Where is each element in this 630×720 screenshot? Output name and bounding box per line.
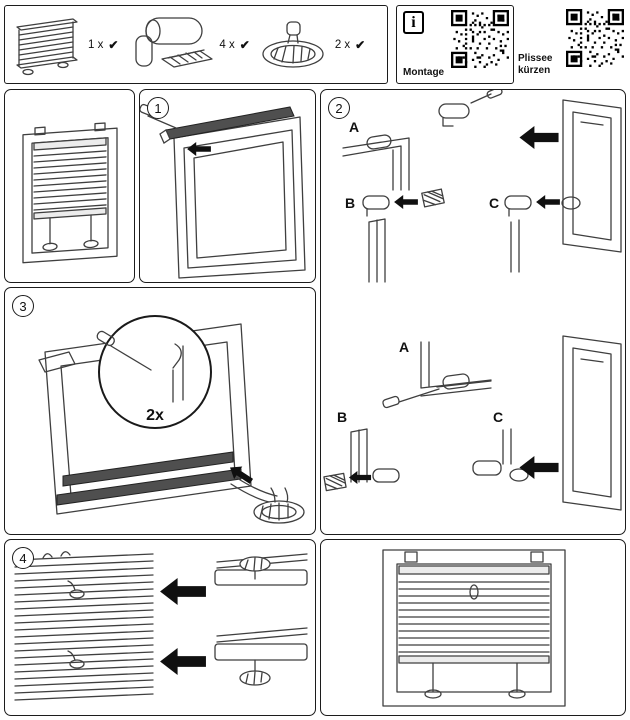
check-icon: ✔ bbox=[239, 37, 250, 52]
part-pleated-blind: 1 x ✔ bbox=[11, 13, 118, 77]
qr-montage-label: Montage bbox=[403, 66, 445, 78]
check-icon: ✔ bbox=[108, 37, 119, 52]
step-1-illustration bbox=[139, 103, 306, 279]
qr-code-kuerzen bbox=[566, 9, 624, 67]
part-cord-tensioner: 2 x ✔ bbox=[254, 16, 365, 74]
step-1-badge: 1 bbox=[147, 97, 169, 119]
part-qty: 2 x bbox=[334, 38, 351, 51]
window bbox=[173, 116, 306, 279]
window bbox=[382, 549, 566, 707]
step-4-illustration bbox=[14, 551, 308, 701]
label-a-top: A bbox=[349, 119, 359, 135]
step-3-badge: 3 bbox=[12, 295, 34, 317]
intro-illustration bbox=[22, 122, 118, 264]
arrow-window-bottom bbox=[519, 456, 559, 479]
arrow-window-top bbox=[519, 126, 559, 149]
cord-tensioner-detail bbox=[230, 477, 305, 524]
kuerzen-group: Plissee kürzen bbox=[518, 5, 626, 84]
part-clamp-bracket: 4 x ✔ bbox=[122, 12, 250, 78]
corner-a-top bbox=[342, 134, 410, 191]
window-edge-bottom bbox=[562, 335, 622, 511]
bracket-b-bottom bbox=[323, 428, 400, 492]
panel-step-2: 2 A B bbox=[320, 87, 626, 535]
bracket-c-top bbox=[504, 195, 581, 273]
bracket-b-top bbox=[362, 188, 445, 283]
step-2-illustration: A B C bbox=[323, 87, 622, 511]
blind-rail bbox=[56, 468, 242, 506]
panel-step-1: 1 bbox=[139, 89, 316, 283]
parts-row: 1 x ✔ 4 x ✔ bbox=[5, 6, 387, 83]
step-4-badge: 4 bbox=[12, 547, 34, 569]
info-box: i Montage bbox=[396, 5, 514, 84]
result-illustration bbox=[382, 549, 566, 707]
label-a-bottom: A bbox=[399, 339, 409, 355]
step-4-number: 4 bbox=[19, 550, 27, 566]
qr-kuerzen-label: Plissee kürzen bbox=[518, 53, 553, 76]
label-b-top: B bbox=[345, 195, 355, 211]
label-b-bottom: B bbox=[337, 409, 347, 425]
panel-result bbox=[320, 539, 626, 716]
pleats bbox=[14, 551, 154, 701]
bracket-with-screwdriver bbox=[438, 87, 503, 127]
check-icon: ✔ bbox=[355, 37, 366, 52]
arrow-bottom bbox=[160, 648, 206, 675]
detail-rail-bottom bbox=[214, 627, 308, 686]
info-icon: i bbox=[403, 11, 424, 34]
part-qty: 4 x bbox=[219, 38, 235, 51]
pleated-blind-icon bbox=[16, 17, 78, 75]
step-2-badge: 2 bbox=[328, 97, 350, 119]
step-1-number: 1 bbox=[154, 100, 162, 116]
label-c-top: C bbox=[489, 195, 499, 211]
bracket-c-bottom bbox=[472, 428, 529, 482]
label-c-bottom: C bbox=[493, 409, 503, 425]
qr-code-montage bbox=[451, 10, 509, 68]
panel-step-3: 3 2x bbox=[4, 287, 316, 535]
window-edge-top bbox=[562, 99, 622, 253]
clamp-bracket-icon bbox=[135, 16, 214, 68]
parts-box: 1 x ✔ 4 x ✔ bbox=[4, 5, 388, 84]
repeat-label: 2x bbox=[146, 407, 164, 424]
step-3-illustration: 2x bbox=[38, 315, 305, 524]
detail-rail-top bbox=[214, 553, 308, 586]
step-2-number: 2 bbox=[335, 100, 343, 116]
blind-rail bbox=[62, 451, 234, 487]
cord-tensioner-icon bbox=[262, 20, 324, 68]
panel-intro bbox=[4, 89, 135, 283]
part-qty: 1 x bbox=[88, 38, 104, 51]
magnifier-content bbox=[96, 330, 184, 403]
arrow-c-top bbox=[536, 195, 560, 209]
arrow-b-bottom bbox=[348, 471, 372, 484]
corner-a-bottom bbox=[382, 341, 492, 409]
panel-step-4: 4 bbox=[4, 539, 316, 716]
step-3-number: 3 bbox=[19, 298, 27, 314]
head-rail bbox=[159, 106, 295, 144]
arrow-b-top bbox=[394, 195, 418, 209]
arrow-top bbox=[160, 578, 206, 605]
